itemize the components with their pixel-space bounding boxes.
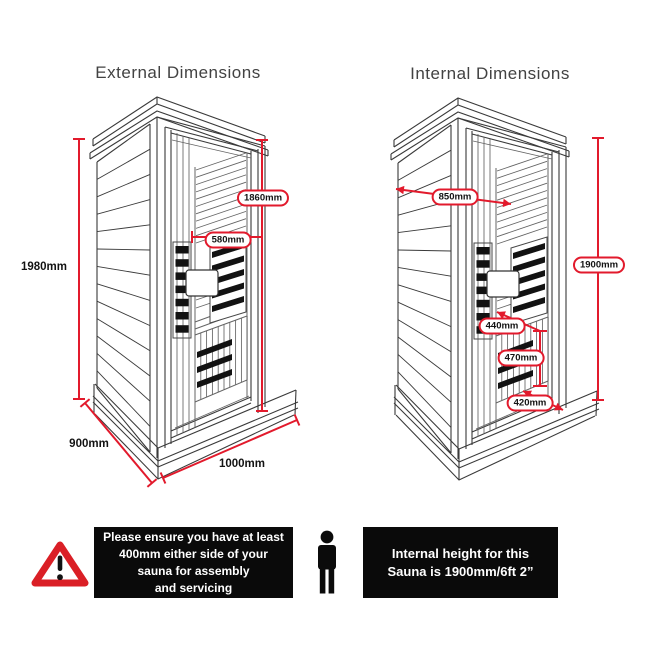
person-silhouette-icon bbox=[318, 530, 336, 594]
warning-triangle-icon bbox=[31, 541, 89, 587]
internal-bench-height-label: 470mm bbox=[497, 349, 545, 367]
assembly-note-line-1: Please ensure you have at least bbox=[103, 529, 284, 544]
external-overall-height-label: 1980mm bbox=[20, 261, 68, 273]
internal-bench-depth-label: 440mm bbox=[478, 317, 526, 335]
internal-height-note: Internal height for this Sauna is 1900mm… bbox=[363, 527, 558, 598]
height-note-line-2: Sauna is 1900mm/6ft 2” bbox=[387, 563, 534, 579]
external-diagram-title: External Dimensions bbox=[95, 63, 261, 82]
external-base-width-label: 1000mm bbox=[218, 458, 266, 470]
external-base-depth-label: 900mm bbox=[69, 438, 109, 450]
internal-bench-width-label: 420mm bbox=[506, 394, 554, 412]
assembly-note-line-4: and servicing bbox=[154, 580, 233, 595]
internal-diagram-title: Internal Dimensions bbox=[410, 64, 570, 83]
external-door-height-label: 1860mm bbox=[236, 189, 290, 207]
assembly-clearance-note: Please ensure you have at least 400mm ei… bbox=[94, 527, 293, 598]
internal-width-label: 850mm bbox=[431, 188, 479, 206]
assembly-note-line-2: 400mm either side of your bbox=[119, 546, 268, 561]
external-door-width-label: 580mm bbox=[204, 231, 252, 249]
internal-height-label: 1900mm bbox=[572, 256, 626, 274]
assembly-note-line-3: sauna for assembly bbox=[137, 563, 250, 578]
height-note-line-1: Internal height for this bbox=[391, 545, 530, 561]
